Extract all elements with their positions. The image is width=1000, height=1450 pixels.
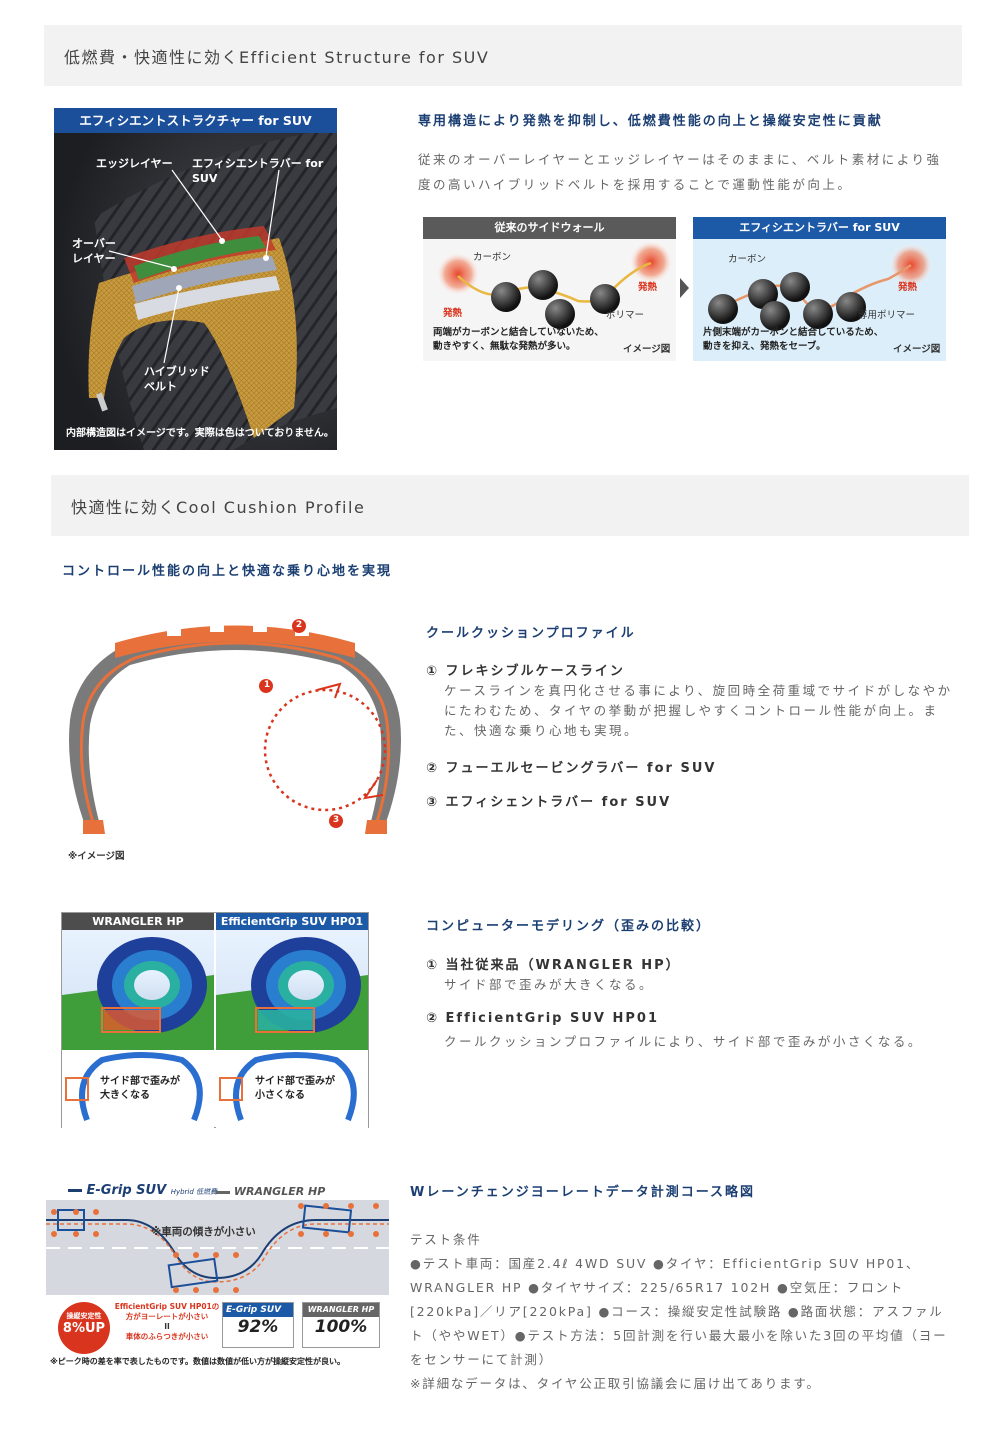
legend-egrip-text: E-Grip SUV	[86, 1183, 167, 1198]
label-hybrid-belt: ハイブリッド ベルト	[144, 365, 210, 393]
compare-line1: EfficientGrip SUV HP01の	[114, 1302, 220, 1311]
label-heat: 発熱	[898, 282, 918, 293]
section-heading-text: 低燃費・快適性に効くEfficient Structure for SUV	[64, 47, 490, 67]
compare-right-note: 片側末端がカーボンと結合しているため、 動きを抑え、発熱をセーブ。	[703, 327, 884, 352]
modeling-left-title: WRANGLER HP	[62, 913, 214, 930]
profile-item1-title: ① フレキシブルケースライン	[426, 664, 625, 679]
modeling-item1-title: ① 当社従来品（WRANGLER HP）	[426, 958, 681, 973]
marker-2: 2	[295, 620, 303, 630]
modeling-right-label: サイド部で歪みが 小さくなる	[255, 1076, 335, 1101]
label-efficient-rubber: エフィシエントラバー for SUV	[192, 157, 324, 185]
lane-change-course-diagram: E-Grip SUV Hybrid 低燃費 WRANGLER HP ※車両の傾き…	[46, 1178, 389, 1374]
modeling-item1-desc: サイド部で歪みが大きくなる。	[444, 977, 655, 992]
badge-top: 操縦安定性	[66, 1312, 102, 1320]
modeling-left-label: サイド部で歪みが 大きくなる	[100, 1076, 180, 1101]
wrangler-result-head: WRANGLER HP	[303, 1303, 379, 1317]
label-polymer: ポリマー	[606, 310, 645, 321]
course-title: Wレーンチェンジヨーレートデータ計測コース略図	[410, 1185, 756, 1200]
tire-cutaway-illustration	[54, 108, 337, 450]
arrow-right-icon	[680, 278, 689, 298]
modeling-item2-desc: クールクッションプロファイルにより、サイド部で歪みが小さくなる。	[444, 1034, 923, 1049]
course-footnote: ※ピーク時の差を率で表したものです。数値は数値が低い方が操縦安定性が良い。	[50, 1357, 345, 1366]
badge-value: 8%UP	[62, 1321, 106, 1336]
computer-modeling-image: WRANGLER HP EfficientGrip SUV HP01 サイド部で…	[61, 912, 369, 1128]
compare-left-title: 従来のサイドウォール	[423, 217, 676, 239]
label-over-layer: オーバー レイヤー	[72, 237, 116, 265]
label-polymer: 専用ポリマー	[858, 310, 916, 321]
test-conditions: テスト条件 ●テスト車両：国産2.4ℓ 4WD SUV ●タイヤ：Efficie…	[410, 1232, 948, 1391]
legend-wrangler: WRANGLER HP	[216, 1185, 325, 1198]
egrip-result-value: 92%	[237, 1317, 279, 1337]
profile-title: クールクッションプロファイル	[426, 626, 636, 641]
course-road-illustration	[46, 1200, 389, 1295]
marker-1: 1	[263, 680, 271, 690]
label-carbon: カーボン	[728, 254, 767, 265]
section-heading-cool-cushion: 快適性に効くCool Cushion Profile	[51, 475, 969, 536]
legend-wrangler-line	[216, 1190, 230, 1194]
compare-conventional-sidewall: 従来のサイドウォール カーボン 発熱 発熱 ポリマー 両端がカーボンと結合してい…	[423, 217, 676, 361]
profile-item3-title: ③ エフィシェントラバー for SUV	[426, 795, 672, 810]
diagram-caption: 内部構造図はイメージです。実際は色はついておりません。	[66, 428, 334, 439]
compare-left-note: 両端がカーボンと結合していないため、 動きやすく、無駄な発熱が多い。	[433, 327, 604, 352]
image-note: イメージ図	[623, 344, 671, 355]
cool-cushion-profile-diagram	[69, 619, 401, 834]
section2-subheading: コントロール性能の向上と快適な乗り心地を実現	[62, 564, 393, 579]
legend-egrip-sub: Hybrid 低燃費	[170, 1188, 218, 1196]
egrip-result-head: E-Grip SUV	[223, 1303, 293, 1317]
section1-subheading: 専用構造により発熱を抑制し、低燃費性能の向上と操縦安定性に貢献	[418, 114, 883, 129]
road-note: ※車両の傾きが小さい	[151, 1226, 256, 1238]
molecule-illustration-efficient	[708, 243, 933, 331]
efficient-structure-diagram: エフィシエントストラクチャー for SUV エッジレイヤー エフィシエントラバ…	[54, 108, 337, 450]
wrangler-result-value: 100%	[314, 1317, 368, 1337]
image-note: イメージ図	[893, 344, 941, 355]
label-carbon: カーボン	[473, 252, 512, 263]
section1-body: 従来のオーバーレイヤーとエッジレイヤーはそのままに、ベルト素材により強度の高いハ…	[418, 152, 942, 192]
legend-egrip-line	[68, 1189, 82, 1192]
label-heat-right: 発熱	[638, 282, 658, 293]
stability-badge: 操縦安定性 8%UP	[58, 1302, 110, 1354]
section-heading-efficient-structure: 低燃費・快適性に効くEfficient Structure for SUV	[44, 25, 962, 86]
label-heat-left: 発熱	[443, 308, 463, 319]
wrangler-result: WRANGLER HP 100%	[302, 1302, 380, 1348]
modeling-item2-title: ② EfficientGrip SUV HP01	[426, 1011, 660, 1026]
molecule-illustration-conventional	[436, 240, 673, 329]
compare-line2: 方がヨーレートが小さい	[125, 1312, 209, 1321]
legend-wrangler-text: WRANGLER HP	[233, 1185, 326, 1198]
compare-text: EfficientGrip SUV HP01の 方がヨーレートが小さい II 車…	[112, 1302, 222, 1342]
compare-right-title: エフィシエントラバー for SUV	[693, 217, 946, 239]
compare-eq: II	[164, 1322, 170, 1331]
modeling-right-title: EfficientGrip SUV HP01	[216, 913, 368, 930]
profile-item2-title: ② フューエルセービングラバー for SUV	[426, 761, 717, 776]
legend-egrip: E-Grip SUV Hybrid 低燃費	[68, 1183, 217, 1198]
diagram-title: エフィシエントストラクチャー for SUV	[54, 108, 337, 133]
egrip-result: E-Grip SUV 92%	[222, 1302, 294, 1348]
strain-simulation-illustration	[62, 930, 368, 1128]
marker-3: 3	[332, 815, 340, 825]
label-edge-layer: エッジレイヤー	[96, 157, 173, 170]
compare-line3: 車体のふらつきが小さい	[125, 1332, 209, 1341]
profile-item1-desc: ケースラインを真円化させる事により、旋回時全荷重域でサイドがしなやかにたわむため…	[444, 683, 953, 738]
section-heading-text: 快適性に効くCool Cushion Profile	[71, 497, 366, 517]
modeling-title: コンピューターモデリング（歪みの比較）	[426, 919, 712, 934]
compare-efficient-rubber: エフィシエントラバー for SUV カーボン 発熱 専用ポリマー 片側末端がカ…	[693, 217, 946, 361]
profile-image-note: ※イメージ図	[68, 851, 125, 862]
